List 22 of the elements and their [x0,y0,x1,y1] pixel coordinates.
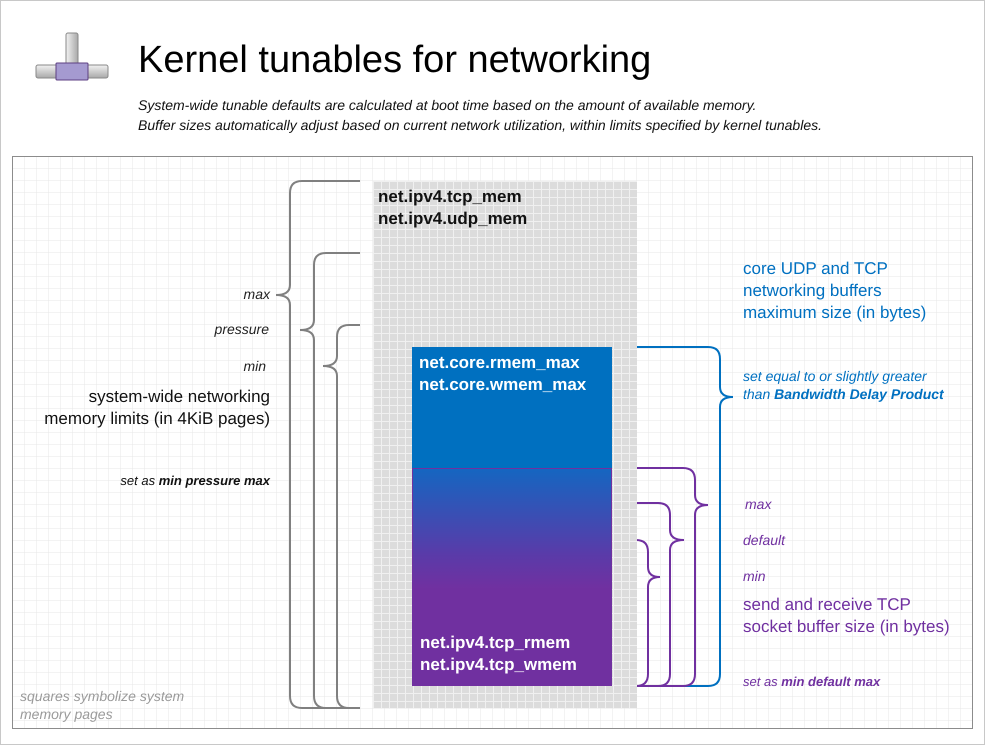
brace-label: max [745,495,772,514]
description: send and receive TCP socket buffer size (in bytes) [743,594,951,638]
buffer-block [412,347,612,686]
brace-label: min [743,567,766,586]
note: set equal to or slightly greater than Bandwidth Delay Product [743,367,945,404]
socket-buffer-block [412,468,612,686]
note: set as min pressure max [120,473,270,490]
subtitle: Buffer sizes automatically adjust based on current network utilization, within limits specified by kernel tunables. [138,116,822,134]
tunable-name: net.core.rmem_max net.core.wmem_max [419,352,588,396]
brace-label: min [243,357,266,376]
description: system-wide networking memory limits (in 4KiB pages) [43,386,270,430]
note: squares symbolize system memory pages [20,687,186,724]
brace-label: max [244,285,270,304]
note: set as min default max [743,674,880,691]
title: Kernel tunables for networking [138,38,652,83]
tunable-name: net.ipv4.tcp_mem net.ipv4.udp_mem [378,186,528,230]
tunable-name: net.ipv4.tcp_rmem net.ipv4.tcp_wmem [420,632,578,676]
memory-block [373,181,637,708]
description: core UDP and TCP networking buffers maximum size (in bytes) [743,258,928,324]
subtitle: System-wide tunable defaults are calculated at boot time based on the amount of available memory. [138,96,756,114]
brace-label: default [743,531,786,550]
brace-label: pressure [214,320,269,338]
